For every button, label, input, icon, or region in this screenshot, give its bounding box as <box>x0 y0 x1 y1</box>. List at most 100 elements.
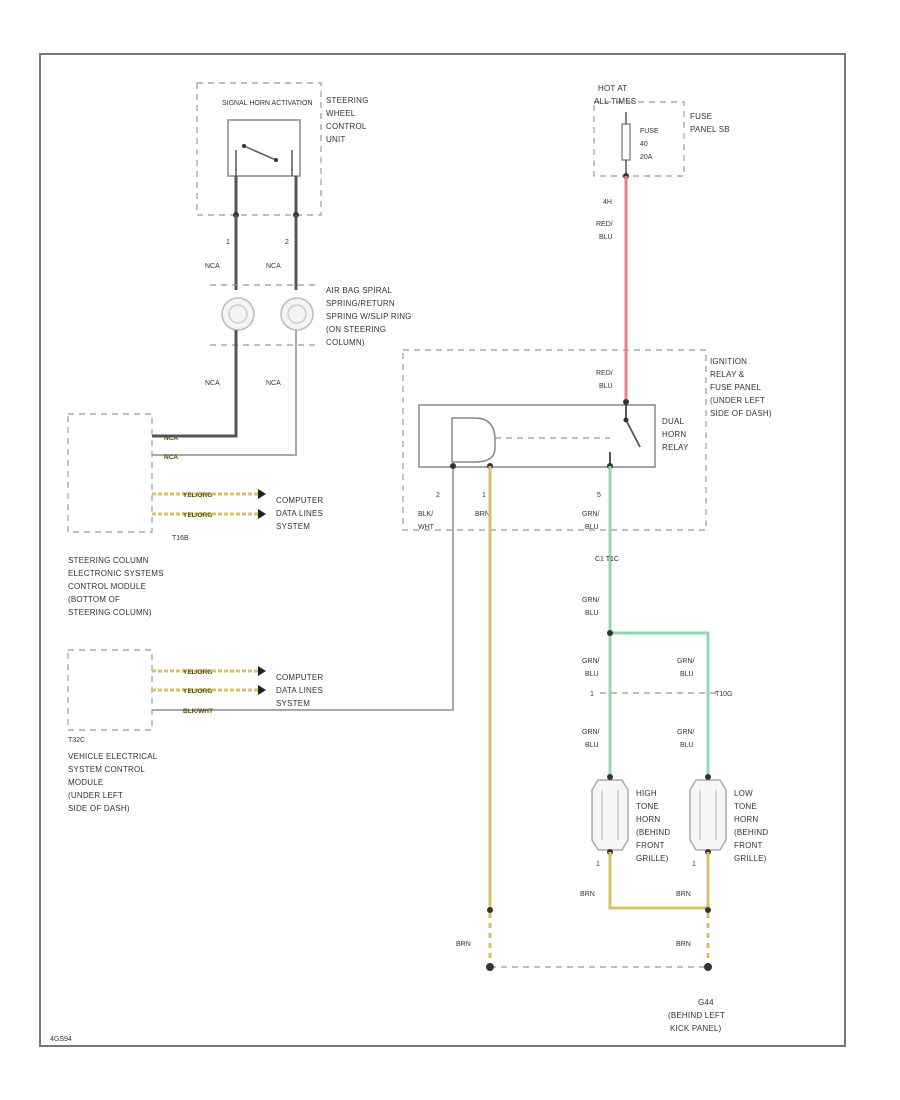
svg-text:4H: 4H <box>603 199 612 206</box>
svg-text:CONTROL: CONTROL <box>326 122 367 131</box>
svg-text:UNIT: UNIT <box>326 135 345 144</box>
steering-wires: 1 2 NCA NCA <box>205 212 299 290</box>
svg-text:KICK PANEL): KICK PANEL) <box>670 1024 722 1033</box>
svg-text:BLU: BLU <box>585 524 599 531</box>
high-tone-horn: HIGH TONE HORN (BEHIND FRONT GRILLE) <box>591 774 670 863</box>
svg-text:HIGH: HIGH <box>636 789 657 798</box>
svg-text:STEERING COLUMN: STEERING COLUMN <box>68 556 149 565</box>
svg-text:LOW: LOW <box>734 789 753 798</box>
svg-text:DUAL: DUAL <box>662 417 684 426</box>
svg-text:BLU: BLU <box>585 671 599 678</box>
svg-text:ALL TIMES: ALL TIMES <box>594 97 636 106</box>
svg-text:BLU: BLU <box>680 671 694 678</box>
svg-text:TONE: TONE <box>636 802 659 811</box>
svg-text:VEHICLE ELECTRICAL: VEHICLE ELECTRICAL <box>68 752 158 761</box>
svg-text:FRONT: FRONT <box>734 841 763 850</box>
svg-text:DATA LINES: DATA LINES <box>276 509 323 518</box>
svg-text:(BEHIND: (BEHIND <box>734 828 768 837</box>
svg-text:2: 2 <box>285 239 289 246</box>
steering-column-module: NCA NCA YEL/ORG YEL/ORG COMPUTER DATA LI… <box>67 413 323 617</box>
svg-text:(ON STEERING: (ON STEERING <box>326 325 386 334</box>
svg-text:40: 40 <box>640 141 648 148</box>
svg-text:T32C: T32C <box>68 737 85 744</box>
air-bag-spiral-spring: AIR BAG SPIRAL SPRING/RETURN SPRING W/SL… <box>210 284 412 347</box>
low-tone-horn: LOW TONE HORN (BEHIND FRONT GRILLE) <box>689 774 768 863</box>
svg-text:G44: G44 <box>698 998 714 1007</box>
svg-text:STEERING COLUMN): STEERING COLUMN) <box>68 608 152 617</box>
dual-horn-relay: DUAL HORN RELAY IGNITION RELAY & FUSE PA… <box>402 349 772 531</box>
svg-text:1: 1 <box>692 861 696 868</box>
svg-text:BLU: BLU <box>585 610 599 617</box>
svg-text:HORN: HORN <box>662 430 686 439</box>
svg-text:BRN: BRN <box>676 891 691 898</box>
svg-text:BLK/: BLK/ <box>418 511 433 518</box>
svg-text:HOT AT: HOT AT <box>598 84 627 93</box>
svg-text:ELECTRONIC SYSTEMS: ELECTRONIC SYSTEMS <box>68 569 164 578</box>
svg-text:SPRING/RETURN: SPRING/RETURN <box>326 299 395 308</box>
svg-text:FUSE: FUSE <box>640 128 659 135</box>
svg-text:(BEHIND LEFT: (BEHIND LEFT <box>668 1011 725 1020</box>
spiral-to-scm-wires: NCA NCA <box>152 330 297 456</box>
svg-text:SIDE OF DASH): SIDE OF DASH) <box>710 409 772 418</box>
diagram-frame <box>39 53 846 1047</box>
svg-text:GRILLE): GRILLE) <box>636 854 669 863</box>
svg-text:1: 1 <box>596 861 600 868</box>
svg-text:PANEL SB: PANEL SB <box>690 125 730 134</box>
svg-text:BLU: BLU <box>680 742 694 749</box>
svg-text:GRN/: GRN/ <box>582 658 600 665</box>
svg-text:RELAY: RELAY <box>662 443 689 452</box>
svg-text:NCA: NCA <box>164 454 178 461</box>
svg-text:TONE: TONE <box>734 802 757 811</box>
svg-text:FRONT: FRONT <box>636 841 665 850</box>
svg-text:FUSE: FUSE <box>690 112 712 121</box>
svg-text:BLK/WHT: BLK/WHT <box>183 708 213 715</box>
svg-text:GRN/: GRN/ <box>677 729 695 736</box>
svg-text:(BEHIND: (BEHIND <box>636 828 670 837</box>
svg-text:BLU: BLU <box>599 234 613 241</box>
diagram-id: 4GS94 <box>50 1036 72 1043</box>
svg-text:YEL/ORG: YEL/ORG <box>183 688 212 695</box>
svg-text:SIDE OF DASH): SIDE OF DASH) <box>68 804 130 813</box>
horn-circuit: C1 T1C GRN/ BLU GRN/ BLU GRN/ BLU 1 T10G… <box>582 466 733 775</box>
svg-text:IGNITION: IGNITION <box>710 357 747 366</box>
svg-text:HORN: HORN <box>636 815 660 824</box>
svg-text:1: 1 <box>482 492 486 499</box>
svg-text:GRN/: GRN/ <box>677 658 695 665</box>
svg-text:C1 T1C: C1 T1C <box>595 556 619 563</box>
svg-text:RELAY &: RELAY & <box>710 370 745 379</box>
svg-text:SPRING W/SLIP RING: SPRING W/SLIP RING <box>326 312 412 321</box>
svg-text:20A: 20A <box>640 154 653 161</box>
svg-text:1: 1 <box>590 691 594 698</box>
svg-text:YEL/ORG: YEL/ORG <box>183 669 212 676</box>
svg-text:YEL/ORG: YEL/ORG <box>183 492 212 499</box>
svg-text:RED/: RED/ <box>596 370 613 377</box>
svg-text:T16B: T16B <box>172 535 189 542</box>
svg-text:WHT: WHT <box>418 524 435 531</box>
svg-text:NCA: NCA <box>205 263 220 270</box>
svg-text:COLUMN): COLUMN) <box>326 338 365 347</box>
svg-text:BRN: BRN <box>456 941 471 948</box>
svg-text:NCA: NCA <box>205 380 220 387</box>
svg-text:FUSE PANEL: FUSE PANEL <box>710 383 762 392</box>
svg-text:1: 1 <box>226 239 230 246</box>
svg-text:(UNDER LEFT: (UNDER LEFT <box>710 396 765 405</box>
svg-text:COMPUTER: COMPUTER <box>276 673 323 682</box>
svg-text:YEL/ORG: YEL/ORG <box>183 512 212 519</box>
svg-text:GRN/: GRN/ <box>582 597 600 604</box>
svg-text:HORN: HORN <box>734 815 758 824</box>
svg-text:SYSTEM: SYSTEM <box>276 699 310 708</box>
svg-text:DATA LINES: DATA LINES <box>276 686 323 695</box>
svg-text:BRN: BRN <box>580 891 595 898</box>
svg-text:GRN/: GRN/ <box>582 729 600 736</box>
ground-circuit: 1 1 BRN BRN BRN BRN G44 (BEHIND LEFT KIC… <box>456 466 725 1033</box>
svg-text:5: 5 <box>597 492 601 499</box>
svg-text:NCA: NCA <box>266 380 281 387</box>
svg-text:GRILLE): GRILLE) <box>734 854 767 863</box>
svg-text:BRN: BRN <box>676 941 691 948</box>
fuse-panel-sb: HOT AT ALL TIMES FUSE 40 20A FUSE PANEL … <box>593 84 730 400</box>
svg-text:STEERING: STEERING <box>326 96 369 105</box>
svg-text:RED/: RED/ <box>596 221 613 228</box>
svg-text:WHEEL: WHEEL <box>326 109 356 118</box>
svg-text:2: 2 <box>436 492 440 499</box>
